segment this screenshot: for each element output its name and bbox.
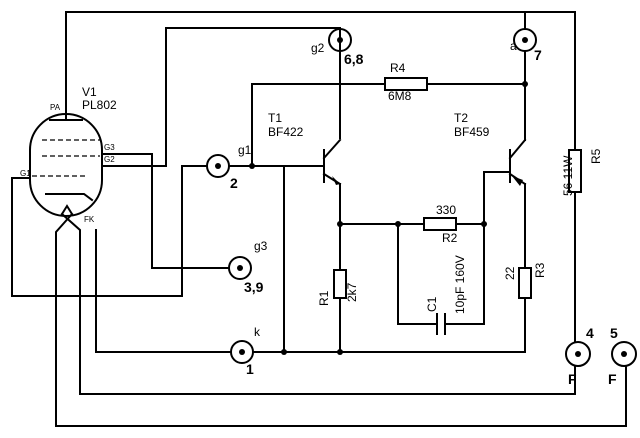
wire-r4-left [251,83,386,167]
junction-dot [249,163,255,169]
terminal-center [239,349,245,355]
capacitor-c1 [436,313,446,335]
transistor-t2 [508,138,527,186]
resistor-r3 [518,267,532,299]
tube-pin-g3: G3 [104,143,115,152]
wires [11,11,627,427]
r4-ref-label: R4 [390,61,406,75]
terminal-f5-number: 5 [610,325,618,341]
terminal-k [230,340,254,364]
terminal-g2-number: 6,8 [344,51,364,67]
tube-type-label: PL802 [82,98,117,112]
terminal-g3 [228,256,252,280]
r3-ref-label: R3 [533,262,547,278]
terminal-g2 [328,28,352,52]
terminal-k-label: k [254,325,261,339]
wire-anode-top [65,11,526,101]
terminal-a-number: 7 [534,47,542,63]
junction-dot [337,349,343,355]
resistor-r2 [423,217,457,231]
wire-heater-4 [60,212,576,395]
wire-r5-upper [524,11,576,151]
terminal-center [337,37,343,43]
terminal-circle [206,154,230,178]
resistor-r4 [384,77,428,91]
terminal-f4-label: F [568,371,577,387]
terminal-f5 [611,341,637,367]
tube-v1 [29,99,103,217]
terminal-f4 [565,341,591,367]
terminal-g2-label: g2 [311,41,325,55]
t1-type-label: BF422 [268,125,304,139]
terminal-circle [328,28,352,52]
resistor-r1 [333,269,347,299]
r5-value-label: 56 11W [561,155,575,196]
r5-ref-label: R5 [589,148,603,164]
tube-ref-label: V1 [82,85,97,99]
junction-dot [395,221,401,227]
junction-dot [281,349,287,355]
terminal-circle [513,28,537,52]
wire-g3 [101,153,229,269]
terminal-g3-number: 3,9 [244,279,264,295]
r2-value-label: 330 [436,203,456,217]
tube-pin-fk: FK [84,215,95,224]
wire-g1-tube [11,165,207,297]
wire-r3-ground [339,297,526,353]
terminal-g3-label: g3 [254,239,268,253]
terminal-g1-number: 2 [230,175,238,191]
t2-emitter-arrow [512,176,523,186]
junctions [249,81,528,355]
t1-collector [322,138,342,160]
t1-emitter-arrow [332,176,340,185]
terminal-center [522,37,528,43]
terminal-f5-label: F [608,371,617,387]
wire-c1-right [445,223,485,325]
c1-ref-label: C1 [425,296,439,312]
junction-dot [337,221,343,227]
tube-pin-pa: PA [50,103,61,112]
terminal-center [621,351,627,357]
r1-ref-label: R1 [317,290,331,306]
t1-ref-label: T1 [268,111,282,125]
t2-ref-label: T2 [454,111,468,125]
t2-type-label: BF459 [454,125,490,139]
tube-envelope [29,113,103,217]
tube-heater [60,204,74,216]
transistor-t1 [322,138,342,186]
terminal-circle [228,256,252,280]
t2-collector [508,138,527,160]
terminal-k-number: 1 [246,361,254,377]
wire-c1-left [397,223,437,325]
tube-pin-g1: G1 [20,169,31,178]
terminal-f4-number: 4 [586,325,594,341]
junction-dot [481,221,487,227]
r4-value-label: 6M8 [388,89,412,103]
terminal-circle [230,340,254,364]
resistor-r5 [568,149,582,193]
r1-value-label: 2k7 [345,282,359,302]
junction-dot [522,81,528,87]
terminal-center [237,265,243,271]
terminal-a [513,28,537,52]
terminal-center [575,351,581,357]
r3-value-label: 22 [503,266,517,280]
c1-value-label: 10pF 160V [453,255,467,314]
terminal-g1 [206,154,230,178]
terminal-circle [565,341,591,367]
r2-ref-label: R2 [442,231,458,245]
tube-pin-g2: G2 [104,155,115,164]
terminal-g1-label: g1 [238,143,252,157]
wire-heater-5 [55,212,627,427]
terminal-circle [611,341,637,367]
wire-r2-t2-base [455,171,511,225]
wire-g2-screen [101,27,341,167]
terminal-a-label: a [510,39,517,53]
tube-cathode [45,193,94,202]
wire-cathode-k [95,229,231,353]
terminal-center [215,163,221,169]
